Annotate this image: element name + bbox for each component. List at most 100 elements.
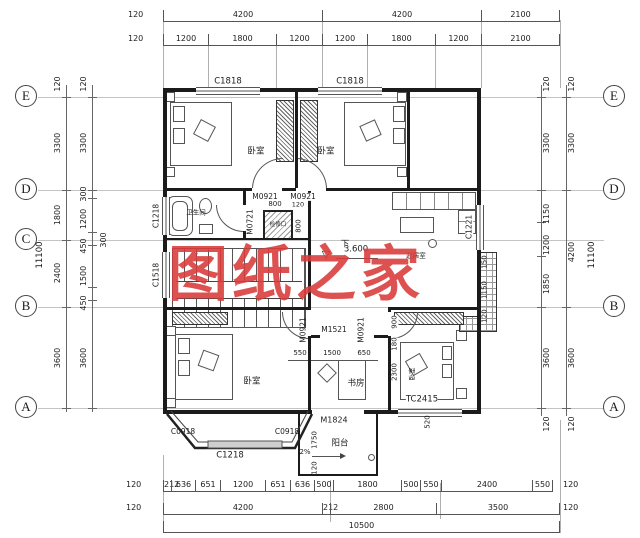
dim-segment: 651 xyxy=(195,480,220,492)
dim-segment: 1200 xyxy=(220,480,265,492)
dim-label: 120 xyxy=(126,480,142,489)
ext-line xyxy=(367,44,368,88)
axis-bubble-left-d: D xyxy=(15,178,37,200)
tick xyxy=(62,190,71,191)
dim-segment: 636 xyxy=(290,480,314,492)
grid-line-e xyxy=(38,97,604,98)
dim-label: 120 xyxy=(128,10,144,19)
ext-line xyxy=(440,483,441,519)
dim-label: 120 xyxy=(126,503,142,512)
room-label-bedroom-br: 卧室 xyxy=(407,367,416,381)
door-label: M0921 xyxy=(290,191,316,202)
dim-segment: 550 xyxy=(532,480,553,492)
nightstand xyxy=(397,167,407,177)
room-label-study: 书房 xyxy=(347,378,365,389)
dim-segment: 636 xyxy=(171,480,195,492)
dim-label: 120 xyxy=(542,76,551,92)
room-label-living: 起居室 xyxy=(406,251,426,260)
dim-label: 1150 xyxy=(480,281,489,299)
level-underline xyxy=(336,258,378,259)
dim-label: 900 xyxy=(390,315,399,329)
dim-label: 120 xyxy=(79,76,88,92)
chair xyxy=(317,363,337,383)
door-label: M0921 xyxy=(252,191,278,202)
room-label-bedroom-tl: 卧室 xyxy=(247,146,265,157)
ext-line xyxy=(322,20,323,88)
dim-label: 3300 xyxy=(79,132,88,154)
wall-study-left xyxy=(308,335,311,414)
door-label: M0921 xyxy=(298,317,308,343)
sink xyxy=(199,224,213,234)
dim-label: 1850 xyxy=(542,273,551,295)
dim-chain-left-mid xyxy=(66,85,67,412)
window-c1221-right xyxy=(476,205,484,250)
dim-label: 120 xyxy=(291,200,305,209)
dim-chain-top-1: 4200 4200 2100 xyxy=(163,10,560,22)
ext-line xyxy=(163,20,164,88)
tick xyxy=(537,256,546,257)
slope-label: 2% xyxy=(299,448,311,457)
dim-label: 450 xyxy=(79,295,88,311)
nightstand xyxy=(166,398,176,408)
window-label: TC2415 xyxy=(405,394,439,405)
ext-line xyxy=(481,20,482,88)
tick xyxy=(562,307,571,308)
door-gap-m0921-c xyxy=(308,312,311,336)
window-label: C1518 xyxy=(151,262,161,288)
wall-bedroom-tr-right xyxy=(407,91,410,188)
window-label: C1221 xyxy=(464,214,474,240)
dim-label: 120 xyxy=(567,416,576,432)
door-gap-m1521 xyxy=(320,335,374,338)
ext-line xyxy=(330,480,331,522)
dim-segment: 651 xyxy=(265,480,290,492)
dim-chain-bottom-total: 10500 xyxy=(163,521,560,533)
wall-balcony-front xyxy=(298,474,378,476)
tick xyxy=(537,222,546,223)
drain-pipe xyxy=(368,454,375,461)
ext-line xyxy=(163,455,164,533)
dim-label: 3600 xyxy=(542,347,551,369)
dim-label: 3300 xyxy=(567,132,576,154)
pillow xyxy=(173,106,185,122)
ext-line xyxy=(435,44,436,88)
grid-line-a xyxy=(38,408,604,409)
tick xyxy=(537,97,546,98)
tick xyxy=(88,198,97,199)
wall-axis-b-right xyxy=(388,307,477,310)
dim-label-total: 11100 xyxy=(34,241,45,269)
dim-segment: 2800 xyxy=(330,503,436,515)
pillow xyxy=(393,106,405,122)
slope-arrow-line xyxy=(312,456,340,457)
dim-label: 120 xyxy=(563,480,579,489)
coffee-table xyxy=(400,217,434,233)
dim-segment: 4200 xyxy=(163,503,322,515)
dim-label: 550 xyxy=(293,349,307,358)
door-label: M1521 xyxy=(321,324,347,335)
dim-label: 3600 xyxy=(567,347,576,369)
dim-segment: 1200 xyxy=(322,34,367,46)
dim-label: 1500 xyxy=(323,349,341,358)
tick xyxy=(62,240,71,241)
dim-label: 120 xyxy=(542,416,551,432)
tick xyxy=(537,307,546,308)
dim-segment: 3500 xyxy=(436,503,560,515)
window-tc2415 xyxy=(398,409,462,417)
axis-bubble-left-c: C xyxy=(15,228,37,250)
door-label: M0921 xyxy=(356,317,366,343)
tick xyxy=(88,190,97,191)
dim-label: 300 xyxy=(99,232,108,248)
axis-bubble-left-b: B xyxy=(15,295,37,317)
door-arc xyxy=(296,158,327,189)
tick xyxy=(62,408,71,409)
dim-segment: 212 xyxy=(163,480,179,492)
dim-chain-right-mid xyxy=(566,85,567,416)
window-label: C0918 xyxy=(274,426,300,436)
dim-chain-right-inner xyxy=(541,85,542,416)
watermark: 图纸之家 xyxy=(168,240,424,310)
toilet xyxy=(199,198,212,214)
dim-segment: 2100 xyxy=(481,34,560,46)
wall-axis-b-left xyxy=(163,307,310,310)
service-hatch-box xyxy=(263,210,293,240)
ext-line xyxy=(208,44,209,88)
wall-balcony-left xyxy=(298,414,300,476)
